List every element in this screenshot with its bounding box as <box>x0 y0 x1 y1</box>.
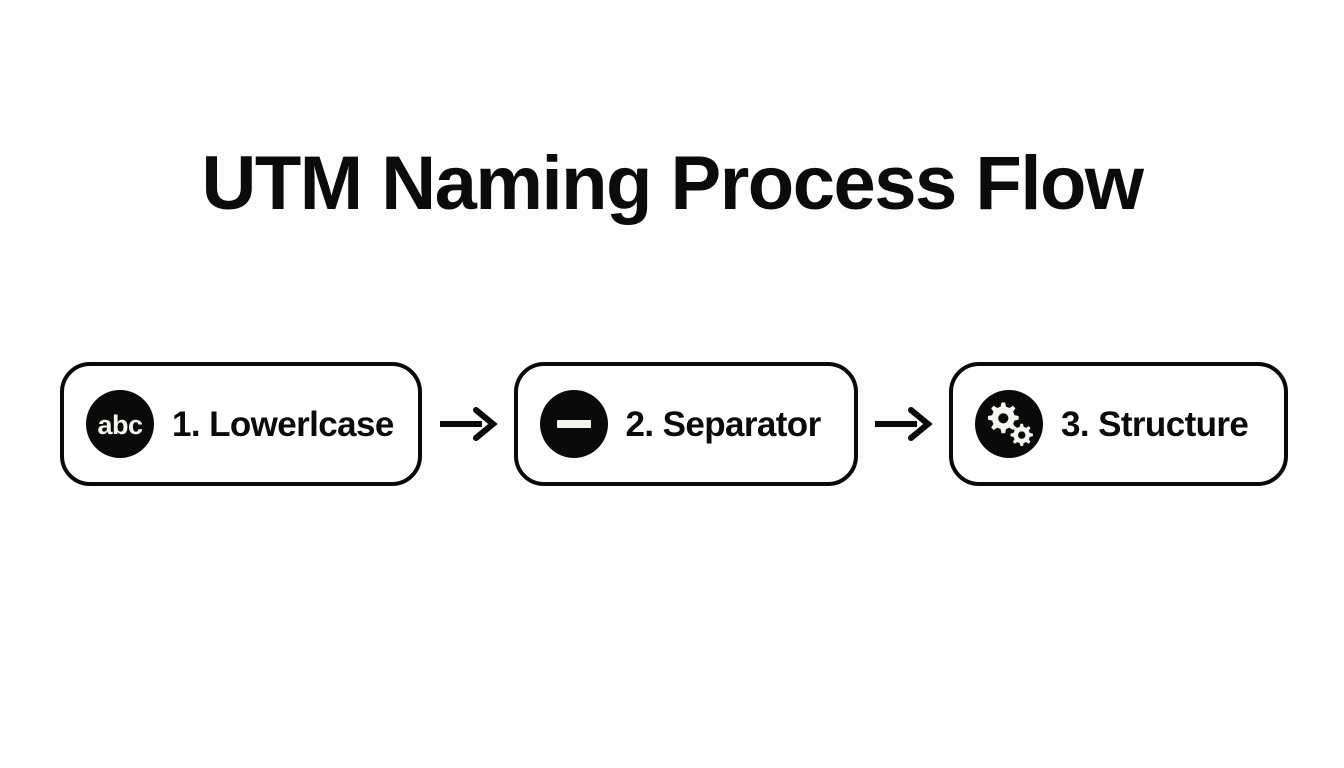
minus-icon <box>539 390 608 458</box>
step-label-structure: 3. Structure <box>1061 404 1249 444</box>
gears-icon <box>975 390 1043 458</box>
step-card-lowercase[interactable]: abc 1. Lowerlcase <box>60 362 422 486</box>
step-label-separator: 2. Separator <box>625 404 822 444</box>
abc-icon: abc <box>86 390 154 458</box>
arrow-right-icon <box>858 394 950 454</box>
arrow-right-icon <box>422 394 514 454</box>
step-card-separator[interactable]: 2. Separator <box>513 362 858 486</box>
abc-icon-label: abc <box>97 409 143 440</box>
step-label-lowercase: 1. Lowerlcase <box>172 404 394 444</box>
step-card-structure[interactable]: 3. Structure <box>949 362 1288 486</box>
page-title: UTM Naming Process Flow <box>201 141 1145 226</box>
process-flow-row: abc 1. Lowerlcase 2. Separator <box>60 361 1288 487</box>
